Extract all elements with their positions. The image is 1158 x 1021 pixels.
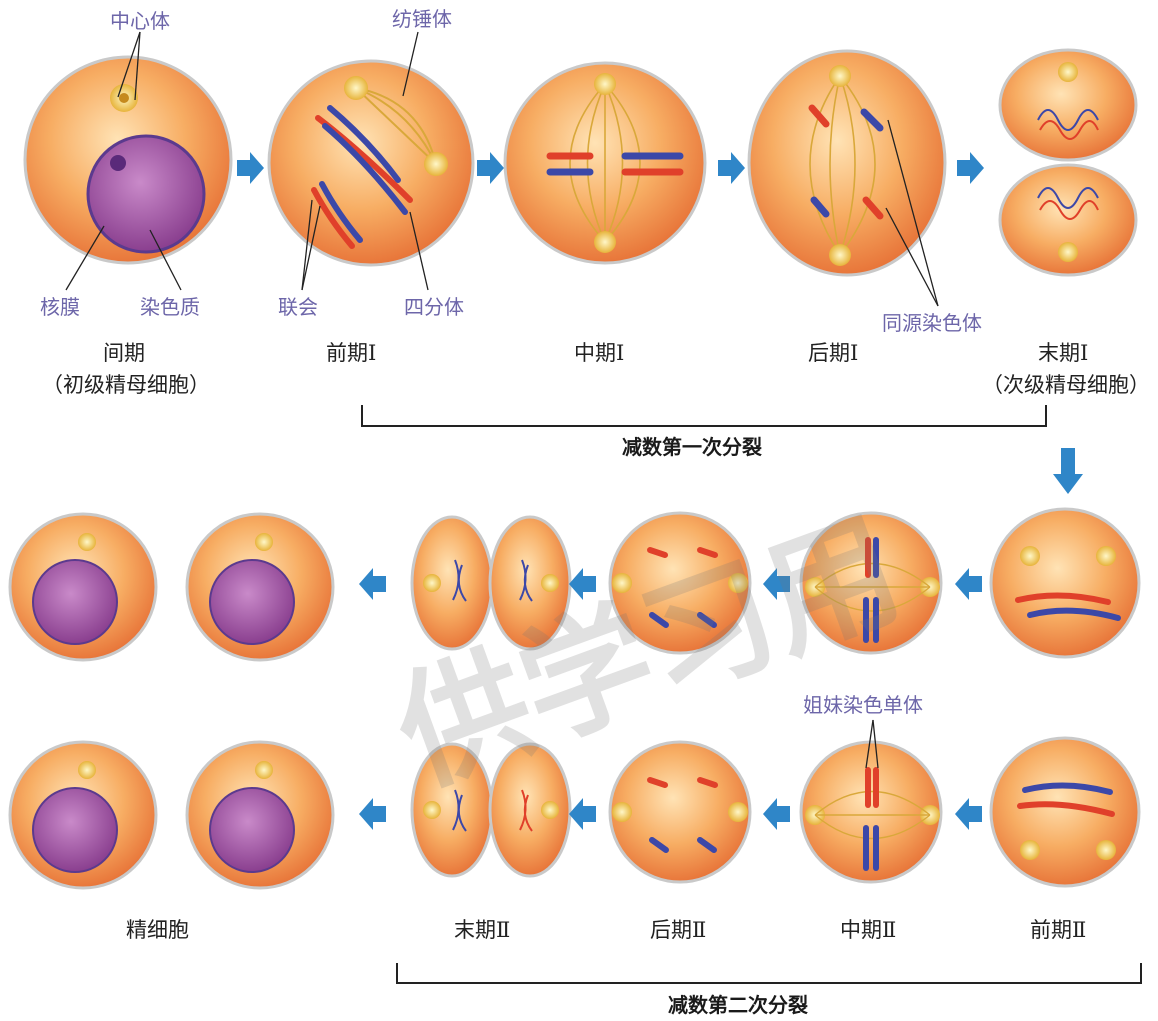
stage-anaphase2: 后期Ⅱ bbox=[650, 918, 706, 942]
centrosome-icon bbox=[110, 84, 138, 112]
sperm-cells-row2 bbox=[10, 514, 333, 660]
stage-telophase2: 末期Ⅱ bbox=[454, 918, 510, 942]
centrosome-label: 中心体 bbox=[110, 9, 170, 33]
stage-interphase: 间期 bbox=[103, 341, 145, 365]
sister-chromatids-label: 姐妹染色单体 bbox=[803, 693, 923, 717]
meiosis1-bracket: 减数第一次分裂 bbox=[362, 405, 1046, 459]
stage-sperm-cell: 精细胞 bbox=[126, 918, 189, 942]
stage-metaphase2: 中期Ⅱ bbox=[840, 918, 896, 942]
stage-metaphase1: 中期Ⅰ bbox=[574, 341, 624, 365]
stage-prophase2: 前期Ⅱ bbox=[1030, 918, 1086, 942]
prophase1-cell bbox=[269, 61, 473, 265]
tetrad-label: 四分体 bbox=[404, 295, 464, 319]
spindle-label: 纺锤体 bbox=[392, 7, 452, 31]
interphase-cell bbox=[25, 57, 231, 263]
synapsis-label: 联会 bbox=[278, 295, 318, 319]
sperm-cells-row3 bbox=[10, 742, 333, 888]
metaphase2-cell-row3 bbox=[801, 742, 941, 882]
telophase1-cell bbox=[1000, 50, 1136, 275]
meiosis1-label: 减数第一次分裂 bbox=[622, 435, 762, 459]
chromatin-label: 染色质 bbox=[140, 295, 200, 319]
anaphase1-cell bbox=[749, 51, 945, 275]
meiosis2-label: 减数第二次分裂 bbox=[668, 993, 808, 1017]
meiosis2-bracket: 减数第二次分裂 bbox=[397, 963, 1141, 1017]
stage-anaphase1: 后期Ⅰ bbox=[808, 341, 858, 365]
stage-secondary-spermatocyte: （次级精母细胞） bbox=[982, 373, 1150, 397]
stage-telophase1: 末期Ⅰ bbox=[1038, 341, 1088, 365]
stage-primary-spermatocyte: （初级精母细胞） bbox=[42, 373, 210, 397]
metaphase1-cell bbox=[505, 63, 705, 263]
anaphase2-cell-row3 bbox=[610, 742, 750, 882]
nuclear-membrane-label: 核膜 bbox=[40, 295, 80, 319]
homologous-chromosomes-label: 同源染色体 bbox=[882, 311, 982, 335]
stage-prophase1: 前期Ⅰ bbox=[326, 341, 376, 365]
prophase2-cell-row3 bbox=[991, 738, 1139, 886]
prophase2-cell-row2 bbox=[991, 509, 1139, 657]
